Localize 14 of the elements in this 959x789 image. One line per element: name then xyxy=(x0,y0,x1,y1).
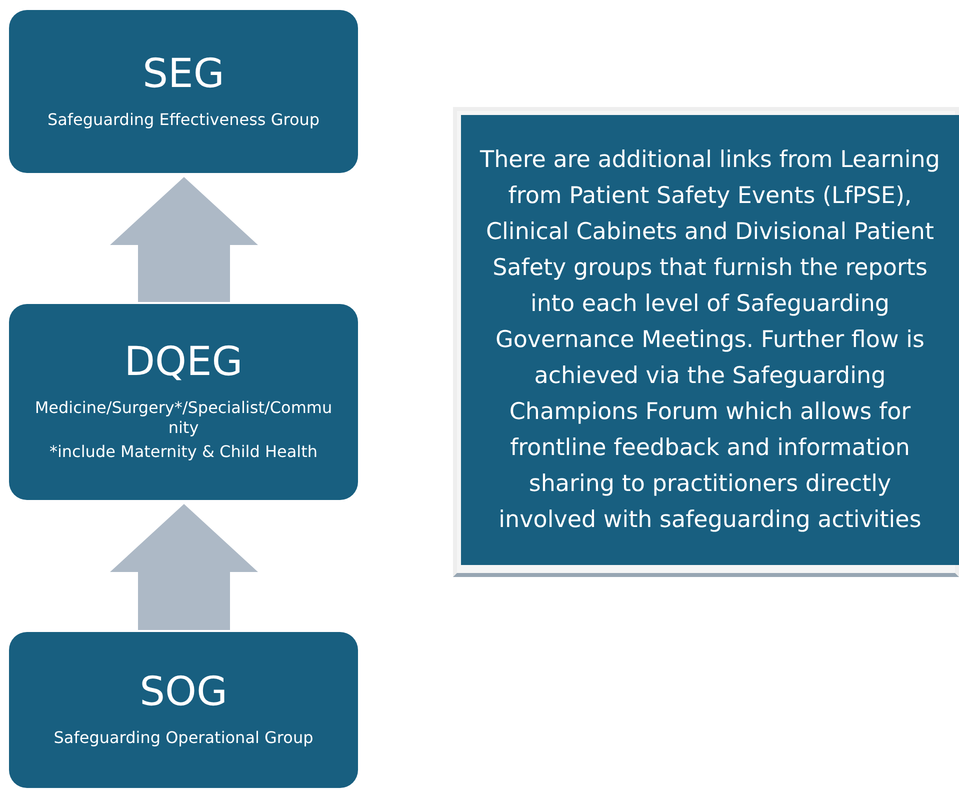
group-title: SOG xyxy=(140,668,228,716)
group-description: Safeguarding Effectiveness Group xyxy=(47,110,320,130)
group-description: *include Maternity & Child Health xyxy=(49,442,318,462)
group-description: Safeguarding Operational Group xyxy=(54,728,314,748)
group-title: SEG xyxy=(142,50,224,98)
group-title: DQEG xyxy=(124,338,243,386)
block-arrow xyxy=(110,504,258,630)
block-arrow xyxy=(110,177,258,302)
note-box xyxy=(461,115,959,565)
group-box xyxy=(9,10,358,173)
group-box xyxy=(9,304,358,500)
group-description: Medicine/Surgery*/Specialist/Community xyxy=(34,398,334,438)
note-text: There are additional links from Learning from Patient Safety Events (LfPSE), Clinical Cabinets and Divisional Patient Safety groups that furnish the reports into each level of Safeguarding Governance Meetings. Further flow is achieved via the Safeguarding Champions Forum which allows for frontline feedback and information sharing to practitioners directly involved with safeguarding activities xyxy=(479,146,941,535)
group-box xyxy=(9,632,358,788)
